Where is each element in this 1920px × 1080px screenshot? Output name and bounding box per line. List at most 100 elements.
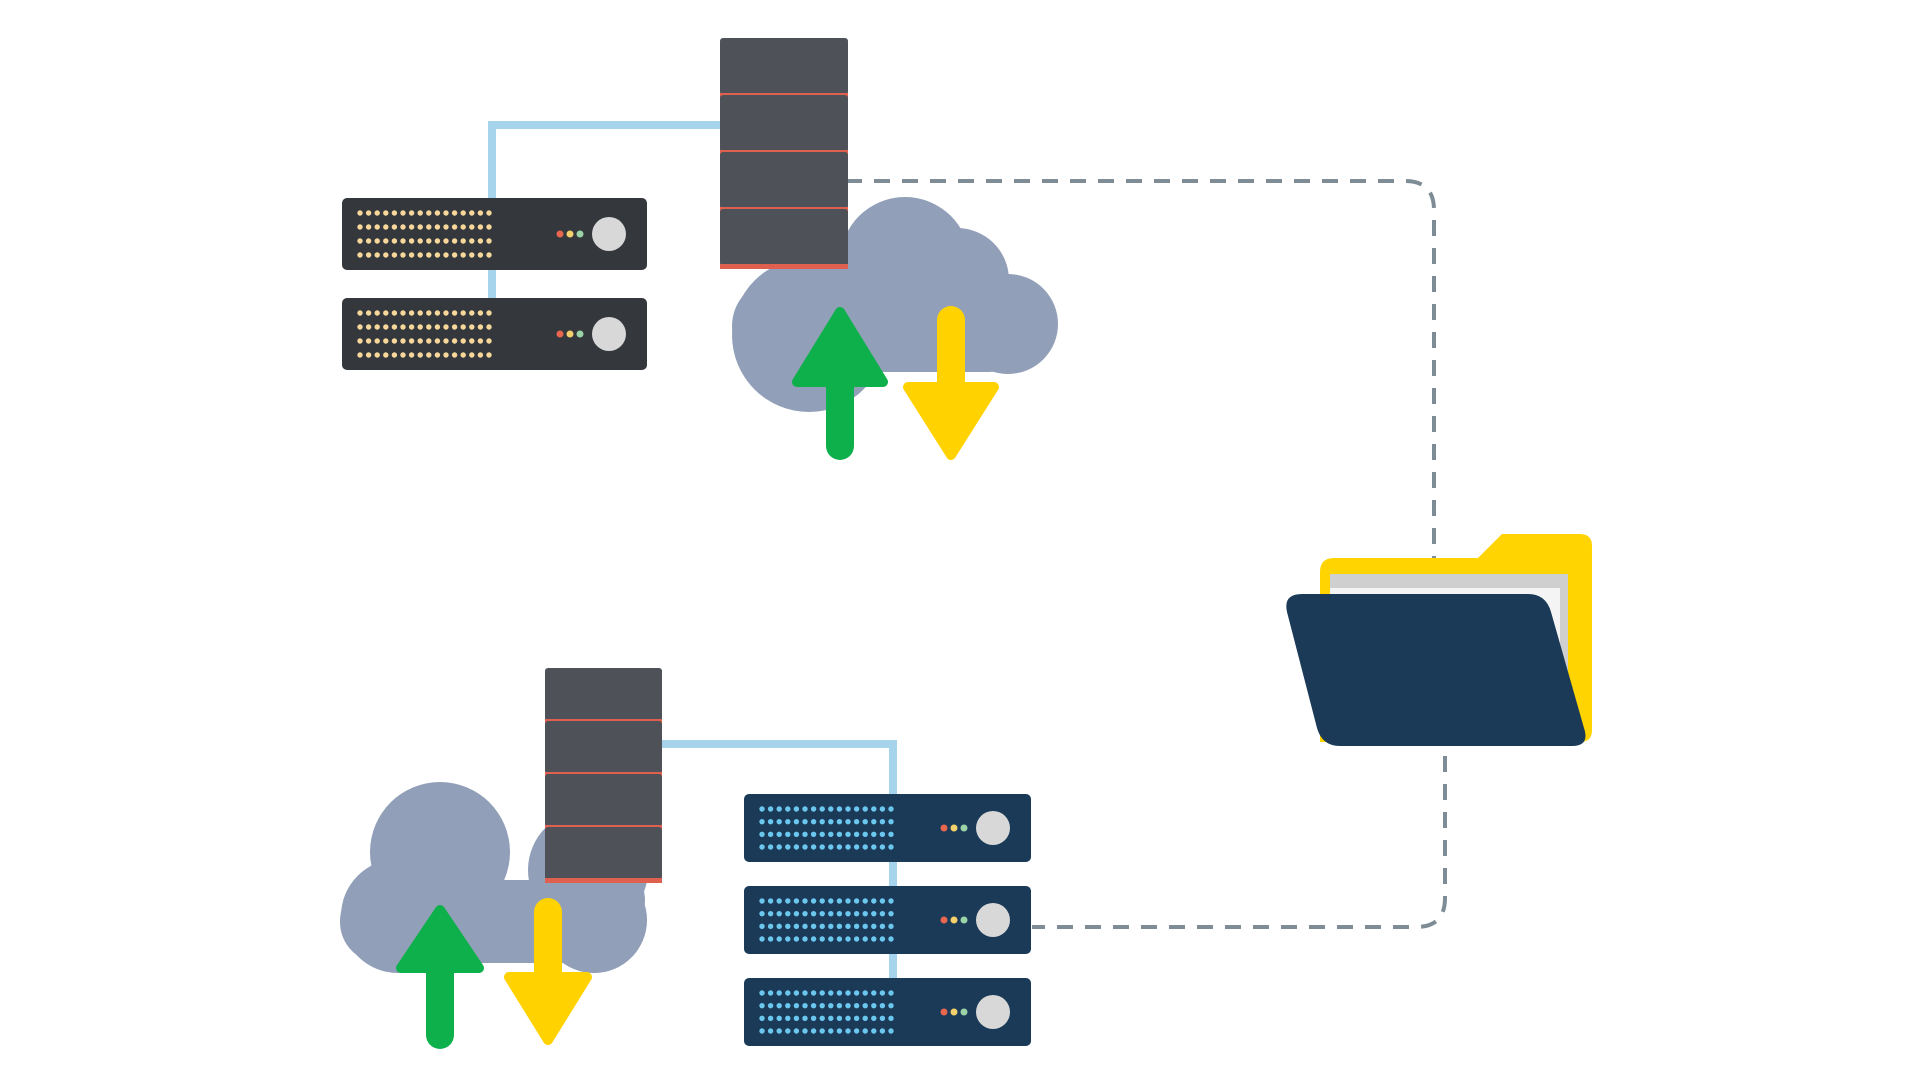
status-light-yellow <box>566 330 574 338</box>
server-led <box>836 831 843 838</box>
status-light-yellow <box>950 916 958 924</box>
server-led <box>408 352 415 358</box>
server-led <box>357 210 363 216</box>
bottom-site-group <box>340 668 1031 1049</box>
server-led <box>862 910 868 917</box>
server-led <box>862 818 868 825</box>
server-led <box>443 310 449 316</box>
server-led <box>477 352 484 358</box>
server-led <box>776 923 782 930</box>
server-led <box>810 806 817 812</box>
server-led <box>767 844 774 850</box>
server-led <box>486 338 492 344</box>
server-rack-top <box>342 198 647 370</box>
server-led <box>767 1028 774 1034</box>
tower-unit <box>545 774 662 827</box>
server-tower-icon <box>545 668 662 883</box>
server-led <box>862 923 868 930</box>
server-led <box>785 1015 791 1022</box>
server-led <box>879 1002 886 1009</box>
server-led <box>434 238 441 244</box>
server-led <box>469 252 475 258</box>
server-led <box>357 338 363 344</box>
power-button-icon <box>976 811 1010 845</box>
server-led <box>408 224 415 230</box>
server-body <box>744 794 1031 862</box>
server-led <box>879 844 886 850</box>
server-led <box>879 1028 886 1034</box>
upload-arrow-icon <box>792 307 888 460</box>
server-led <box>862 990 868 996</box>
server-led <box>443 324 449 330</box>
server-led <box>477 210 484 216</box>
server-led <box>819 936 825 942</box>
server-led <box>879 898 886 904</box>
server-led <box>357 252 363 258</box>
server-led <box>785 898 791 904</box>
server-led <box>417 238 423 244</box>
server-led <box>443 352 449 358</box>
server-led <box>888 936 894 942</box>
server-led <box>486 352 492 358</box>
server-led <box>871 923 877 930</box>
server-led <box>451 210 458 216</box>
server-led <box>845 844 851 850</box>
server-led <box>374 210 380 216</box>
server-led <box>400 210 406 216</box>
server-led <box>374 252 380 258</box>
server-led <box>879 818 886 825</box>
server-led <box>819 898 825 904</box>
server-led <box>836 990 843 996</box>
status-light-green <box>960 824 968 832</box>
server-led <box>767 1015 774 1022</box>
server-led <box>469 324 475 330</box>
server-led <box>819 910 825 917</box>
server-led <box>819 1015 825 1022</box>
sync-dashed-line-bottom <box>1032 756 1447 929</box>
server-led <box>810 818 817 825</box>
server-led <box>759 910 765 917</box>
server-led <box>853 1015 860 1022</box>
server-led <box>785 990 791 996</box>
server-led <box>767 831 774 838</box>
server-led <box>383 224 389 230</box>
server-led <box>836 910 843 917</box>
server-led <box>776 1002 782 1009</box>
server-led <box>888 1002 894 1009</box>
server-led <box>871 1002 877 1009</box>
server-led <box>802 806 808 812</box>
server-led <box>828 898 834 904</box>
server-led <box>469 224 475 230</box>
server-led <box>443 238 449 244</box>
tower-unit <box>720 152 848 209</box>
server-rack-bottom <box>744 794 1031 1046</box>
server-led <box>759 990 765 996</box>
server-led <box>888 898 894 904</box>
server-led <box>400 252 406 258</box>
server-led <box>853 936 860 942</box>
server-led <box>793 831 800 838</box>
server-led <box>776 1028 782 1034</box>
server-led <box>871 844 877 850</box>
server-led <box>391 324 398 330</box>
server-led <box>819 990 825 996</box>
server-led <box>810 844 817 850</box>
server-led <box>862 844 868 850</box>
server-led <box>477 338 484 344</box>
server-led <box>819 1028 825 1034</box>
server-led <box>785 831 791 838</box>
server-led <box>862 831 868 838</box>
server-led <box>400 338 406 344</box>
server-led <box>862 806 868 812</box>
server-icon <box>744 794 1031 862</box>
server-led <box>810 1028 817 1034</box>
server-led <box>836 1002 843 1009</box>
server-led <box>776 1015 782 1022</box>
server-led <box>759 806 765 812</box>
server-led <box>460 352 466 358</box>
server-led <box>802 844 808 850</box>
server-led <box>443 252 449 258</box>
status-light-yellow <box>950 1008 958 1016</box>
server-led <box>836 1028 843 1034</box>
download-arrow-icon <box>903 306 999 460</box>
